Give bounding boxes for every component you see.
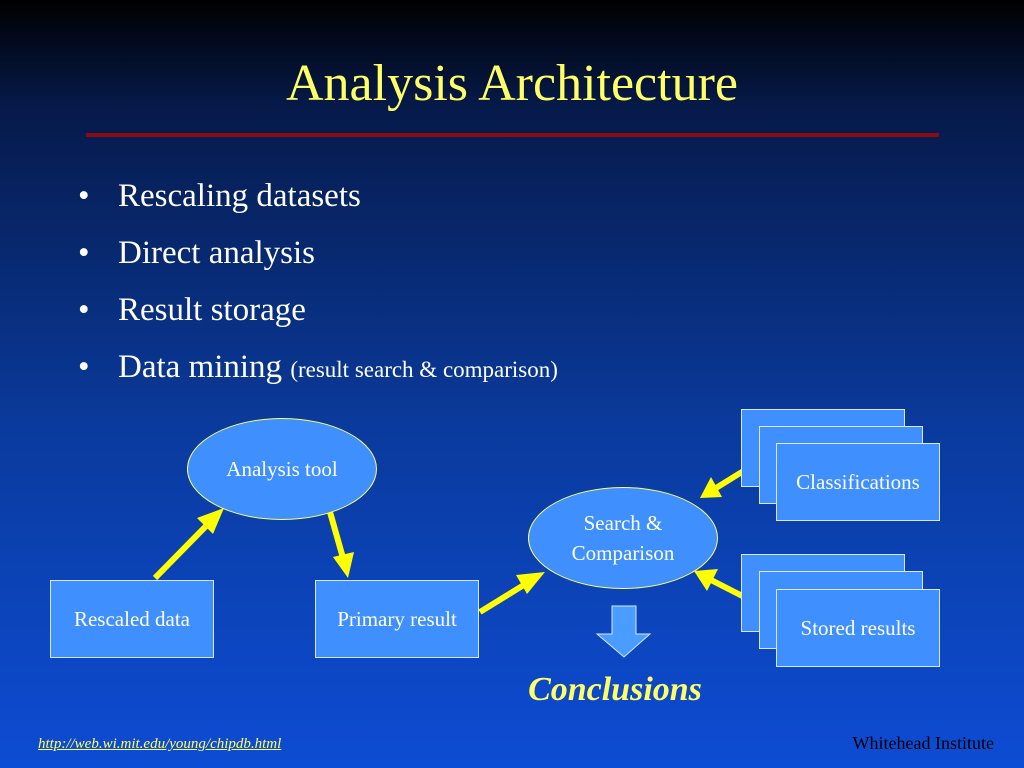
stored-results-label: Stored results [800, 615, 916, 640]
bullet-item: • Direct analysis [78, 225, 558, 282]
classifications-label: Classifications [796, 469, 920, 494]
classifications-node: Classifications [776, 443, 940, 521]
bullet-text: Result storage [118, 292, 306, 328]
bullet-dot: • [78, 292, 90, 328]
arrow-primary-to-search [478, 572, 545, 615]
stored-results-node: Stored results [776, 589, 940, 667]
bullet-text: Direct analysis [118, 235, 316, 271]
analysis-tool-node: Analysis tool [187, 418, 377, 520]
bullet-dot: • [78, 235, 90, 271]
search-label-line1: Search & [583, 511, 663, 535]
bullet-list: • Rescaling datasets • Direct analysis • Re… [78, 168, 558, 396]
rescaled-data-node: Rescaled data [50, 580, 214, 658]
bullet-dot: • [78, 349, 90, 385]
bullet-text: Rescaling datasets [118, 178, 361, 214]
primary-result-node: Primary result [315, 580, 479, 658]
bullet-note: (result search & comparison) [290, 357, 558, 382]
source-link[interactable]: http://web.wi.mit.edu/young/chipdb.html [38, 736, 282, 752]
rescaled-data-label: Rescaled data [73, 606, 191, 631]
search-label-line2: Comparison [571, 541, 675, 565]
search-comparison-node: Search & Comparison [528, 487, 718, 589]
arrow-tool-to-primary [327, 511, 354, 578]
primary-result-label: Primary result [337, 606, 457, 631]
bullet-item: • Rescaling datasets [78, 168, 558, 225]
institute-footer: Whitehead Institute [852, 733, 994, 753]
conclusions-label: Conclusions [528, 671, 702, 708]
arrow-rescaled-to-tool [152, 508, 224, 581]
down-arrow-icon [595, 605, 652, 658]
bullet-item: • Data mining (result search & comparison… [78, 339, 558, 396]
slide-title: Analysis Architecture [286, 55, 738, 112]
title-divider [86, 133, 939, 137]
bullet-text: Data mining [118, 349, 283, 385]
bullet-item: • Result storage [78, 282, 558, 339]
analysis-tool-label: Analysis tool [226, 457, 338, 481]
bullet-dot: • [78, 178, 90, 214]
